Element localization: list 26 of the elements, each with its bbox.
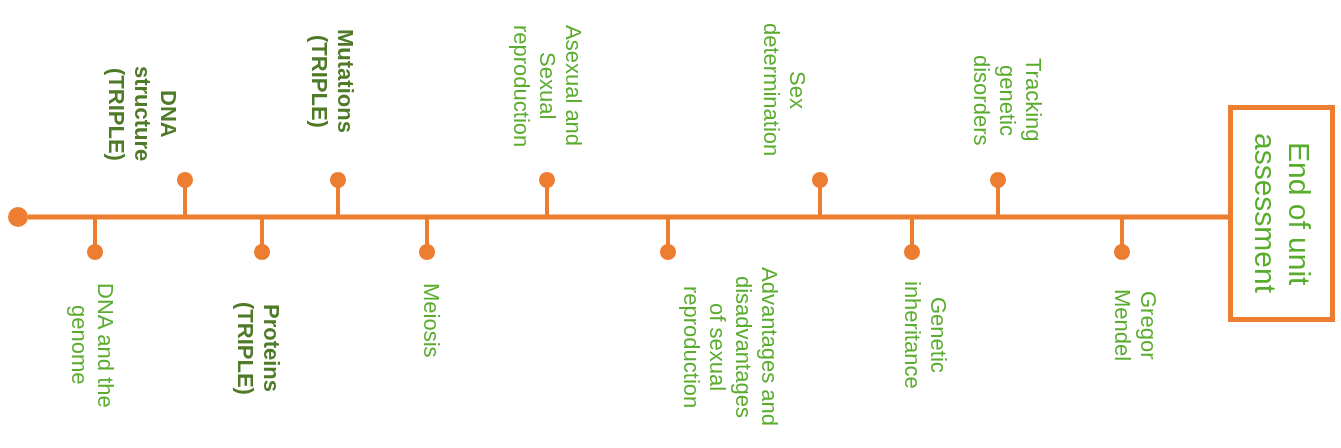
topic-label: DNA and the genome <box>66 270 118 420</box>
timeline-line <box>28 214 1228 220</box>
timeline-stem <box>660 217 676 260</box>
timeline-stem <box>177 172 193 217</box>
topic-label: DNA structure (TRIPLE) <box>103 58 181 170</box>
topic-label: Meiosis <box>418 268 444 372</box>
topic-label: Genetic inheritance <box>899 268 951 402</box>
timeline-stem <box>990 172 1006 217</box>
topic-label: Proteins (TRIPLE) <box>232 294 284 402</box>
topic-label: Sex determination <box>758 14 810 166</box>
start-dot <box>8 207 28 227</box>
topic-label: Gregor Mendel <box>1109 268 1161 382</box>
end-box-text: End of unit assessment <box>1247 132 1316 296</box>
timeline-stem <box>254 217 270 260</box>
timeline-stem <box>812 172 828 217</box>
timeline-stem <box>539 172 555 217</box>
topic-label: Advantages and disadvantages of sexual reproduction <box>678 266 782 428</box>
timeline-stem <box>87 217 103 260</box>
timeline-stem <box>330 172 346 217</box>
topic-label: Mutations (TRIPLE) <box>306 12 358 150</box>
end-box <box>1228 105 1335 322</box>
timeline-stem <box>1114 217 1130 260</box>
timeline-stem <box>904 217 920 260</box>
timeline-stem <box>419 217 435 260</box>
topic-label: Asexual and Sexual reproduction <box>508 2 586 170</box>
topic-label: Tracking genetic disorders <box>968 38 1046 162</box>
